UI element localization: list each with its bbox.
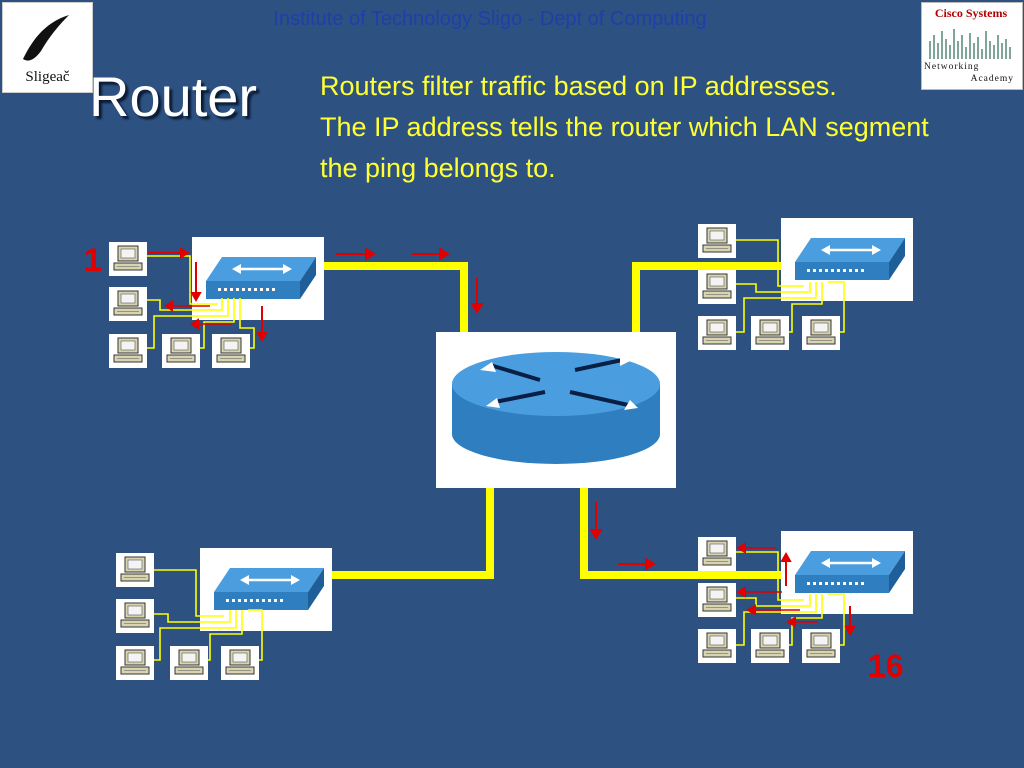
pc-1	[108, 241, 148, 277]
pc-4	[161, 333, 201, 369]
pc-17	[697, 582, 737, 618]
pc-7	[697, 269, 737, 305]
academy-logo-text: Networking Academy	[924, 61, 1018, 85]
pc-19	[750, 628, 790, 664]
body-line-1: Routers filter traffic based on IP addre…	[320, 71, 837, 101]
pc-2	[108, 286, 148, 322]
pc-10	[801, 315, 841, 351]
pc-12	[115, 598, 155, 634]
switch-bottom-right	[779, 529, 915, 616]
slide-title: Router	[89, 65, 258, 128]
switch-top-left	[190, 235, 326, 322]
packet-arrows	[148, 247, 856, 637]
dest-pc-number: 16	[868, 648, 904, 684]
body-text: Routers filter traffic based on IP addre…	[320, 66, 1010, 189]
pc-18	[697, 628, 737, 664]
cisco-academy-logo: Cisco Systems Networking Academy	[921, 2, 1023, 90]
pc-13	[115, 645, 155, 681]
pc-16	[697, 536, 737, 572]
pc-8	[697, 315, 737, 351]
switch-bottom-left	[198, 546, 334, 633]
cisco-logo-text: Cisco Systems	[924, 5, 1018, 21]
pc-6	[697, 223, 737, 259]
pc-5	[211, 333, 251, 369]
lan-cables	[146, 239, 845, 661]
pc-20	[801, 628, 841, 664]
academy-line-2: Academy	[970, 74, 1014, 84]
body-line-2: The IP address tells the router which LA…	[320, 112, 929, 183]
academy-line-1: Networking	[924, 62, 980, 72]
sligo-logo-text: Sligeač	[25, 69, 70, 85]
source-pc-number: 1	[84, 242, 102, 278]
router	[436, 332, 676, 488]
header-institute: Institute of Technology Sligo - Dept of …	[273, 8, 707, 30]
pc-11	[115, 552, 155, 588]
router-arrows-icon	[489, 358, 629, 407]
pc-3	[108, 333, 148, 369]
pc-9	[750, 315, 790, 351]
pc-14	[169, 645, 209, 681]
link-bottom-right	[580, 460, 782, 579]
cisco-bars-icon	[929, 29, 1011, 59]
switch-top-right	[779, 216, 915, 303]
pc-15	[220, 645, 260, 681]
sligo-logo: Sligeač	[2, 2, 93, 93]
link-bottom-left	[322, 460, 494, 579]
